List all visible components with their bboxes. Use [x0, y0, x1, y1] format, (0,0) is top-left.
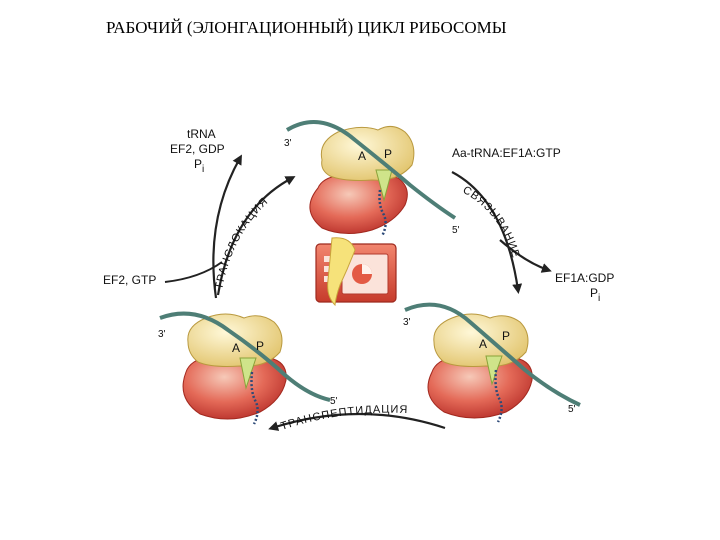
mrna-bottom-left — [159, 311, 331, 402]
arrow-top-left-release — [212, 154, 242, 299]
end-3-top: 3' — [284, 138, 292, 149]
site-a-bottom-left: A — [232, 341, 240, 355]
site-a-top: A — [358, 149, 366, 163]
arrow-binding — [451, 171, 523, 294]
site-a-bottom-right: A — [479, 337, 487, 351]
page-title: РАБОЧИЙ (ЭЛОНГАЦИОННЫЙ) ЦИКЛ РИБОСОМЫ — [106, 18, 507, 37]
label-pi-top-left: P — [194, 157, 202, 171]
step-transpeptidation: ТРАНСПЕПТИДАЦИЯ — [279, 404, 408, 433]
end-3-bottom-left: 3' — [158, 329, 166, 340]
end-5-bottom-right: 5' — [568, 404, 576, 415]
label-ef2-gtp: EF2, GTP — [103, 273, 156, 287]
end-5-bottom-left: 5' — [330, 396, 338, 407]
site-p-bottom-left: P — [256, 339, 264, 353]
label-pi-right: P — [590, 286, 598, 300]
ribosome-bottom-left — [182, 313, 287, 425]
label-aa-trna: Aa-tRNA:EF1A:GTP — [452, 146, 561, 160]
ribosome-top — [309, 126, 415, 237]
label-pi-top-left-sub: i — [202, 164, 204, 175]
arrow-translocation — [216, 176, 296, 296]
mrna-bottom-right — [404, 302, 581, 407]
step-binding: СВЯЗЫВАНИЕ — [461, 184, 522, 260]
site-p-bottom-right: P — [502, 329, 510, 343]
site-p-top: P — [384, 147, 392, 161]
end-5-top: 5' — [452, 225, 460, 236]
label-trna: tRNA — [187, 127, 216, 141]
label-ef2-gdp: EF2, GDP — [170, 142, 225, 156]
label-ef1a-gdp: EF1A:GDP — [555, 271, 614, 285]
end-3-bottom-right: 3' — [403, 317, 411, 328]
arrow-ef2-entry — [164, 261, 223, 283]
mrna-top — [285, 120, 457, 220]
presentation-icon — [315, 237, 397, 307]
label-pi-right-sub: i — [598, 293, 600, 304]
step-translocation: ТРАНСЛОКАЦИЯ — [213, 195, 271, 290]
arrow-transpeptidation — [268, 412, 446, 431]
arrow-ef1a-release — [499, 239, 552, 273]
